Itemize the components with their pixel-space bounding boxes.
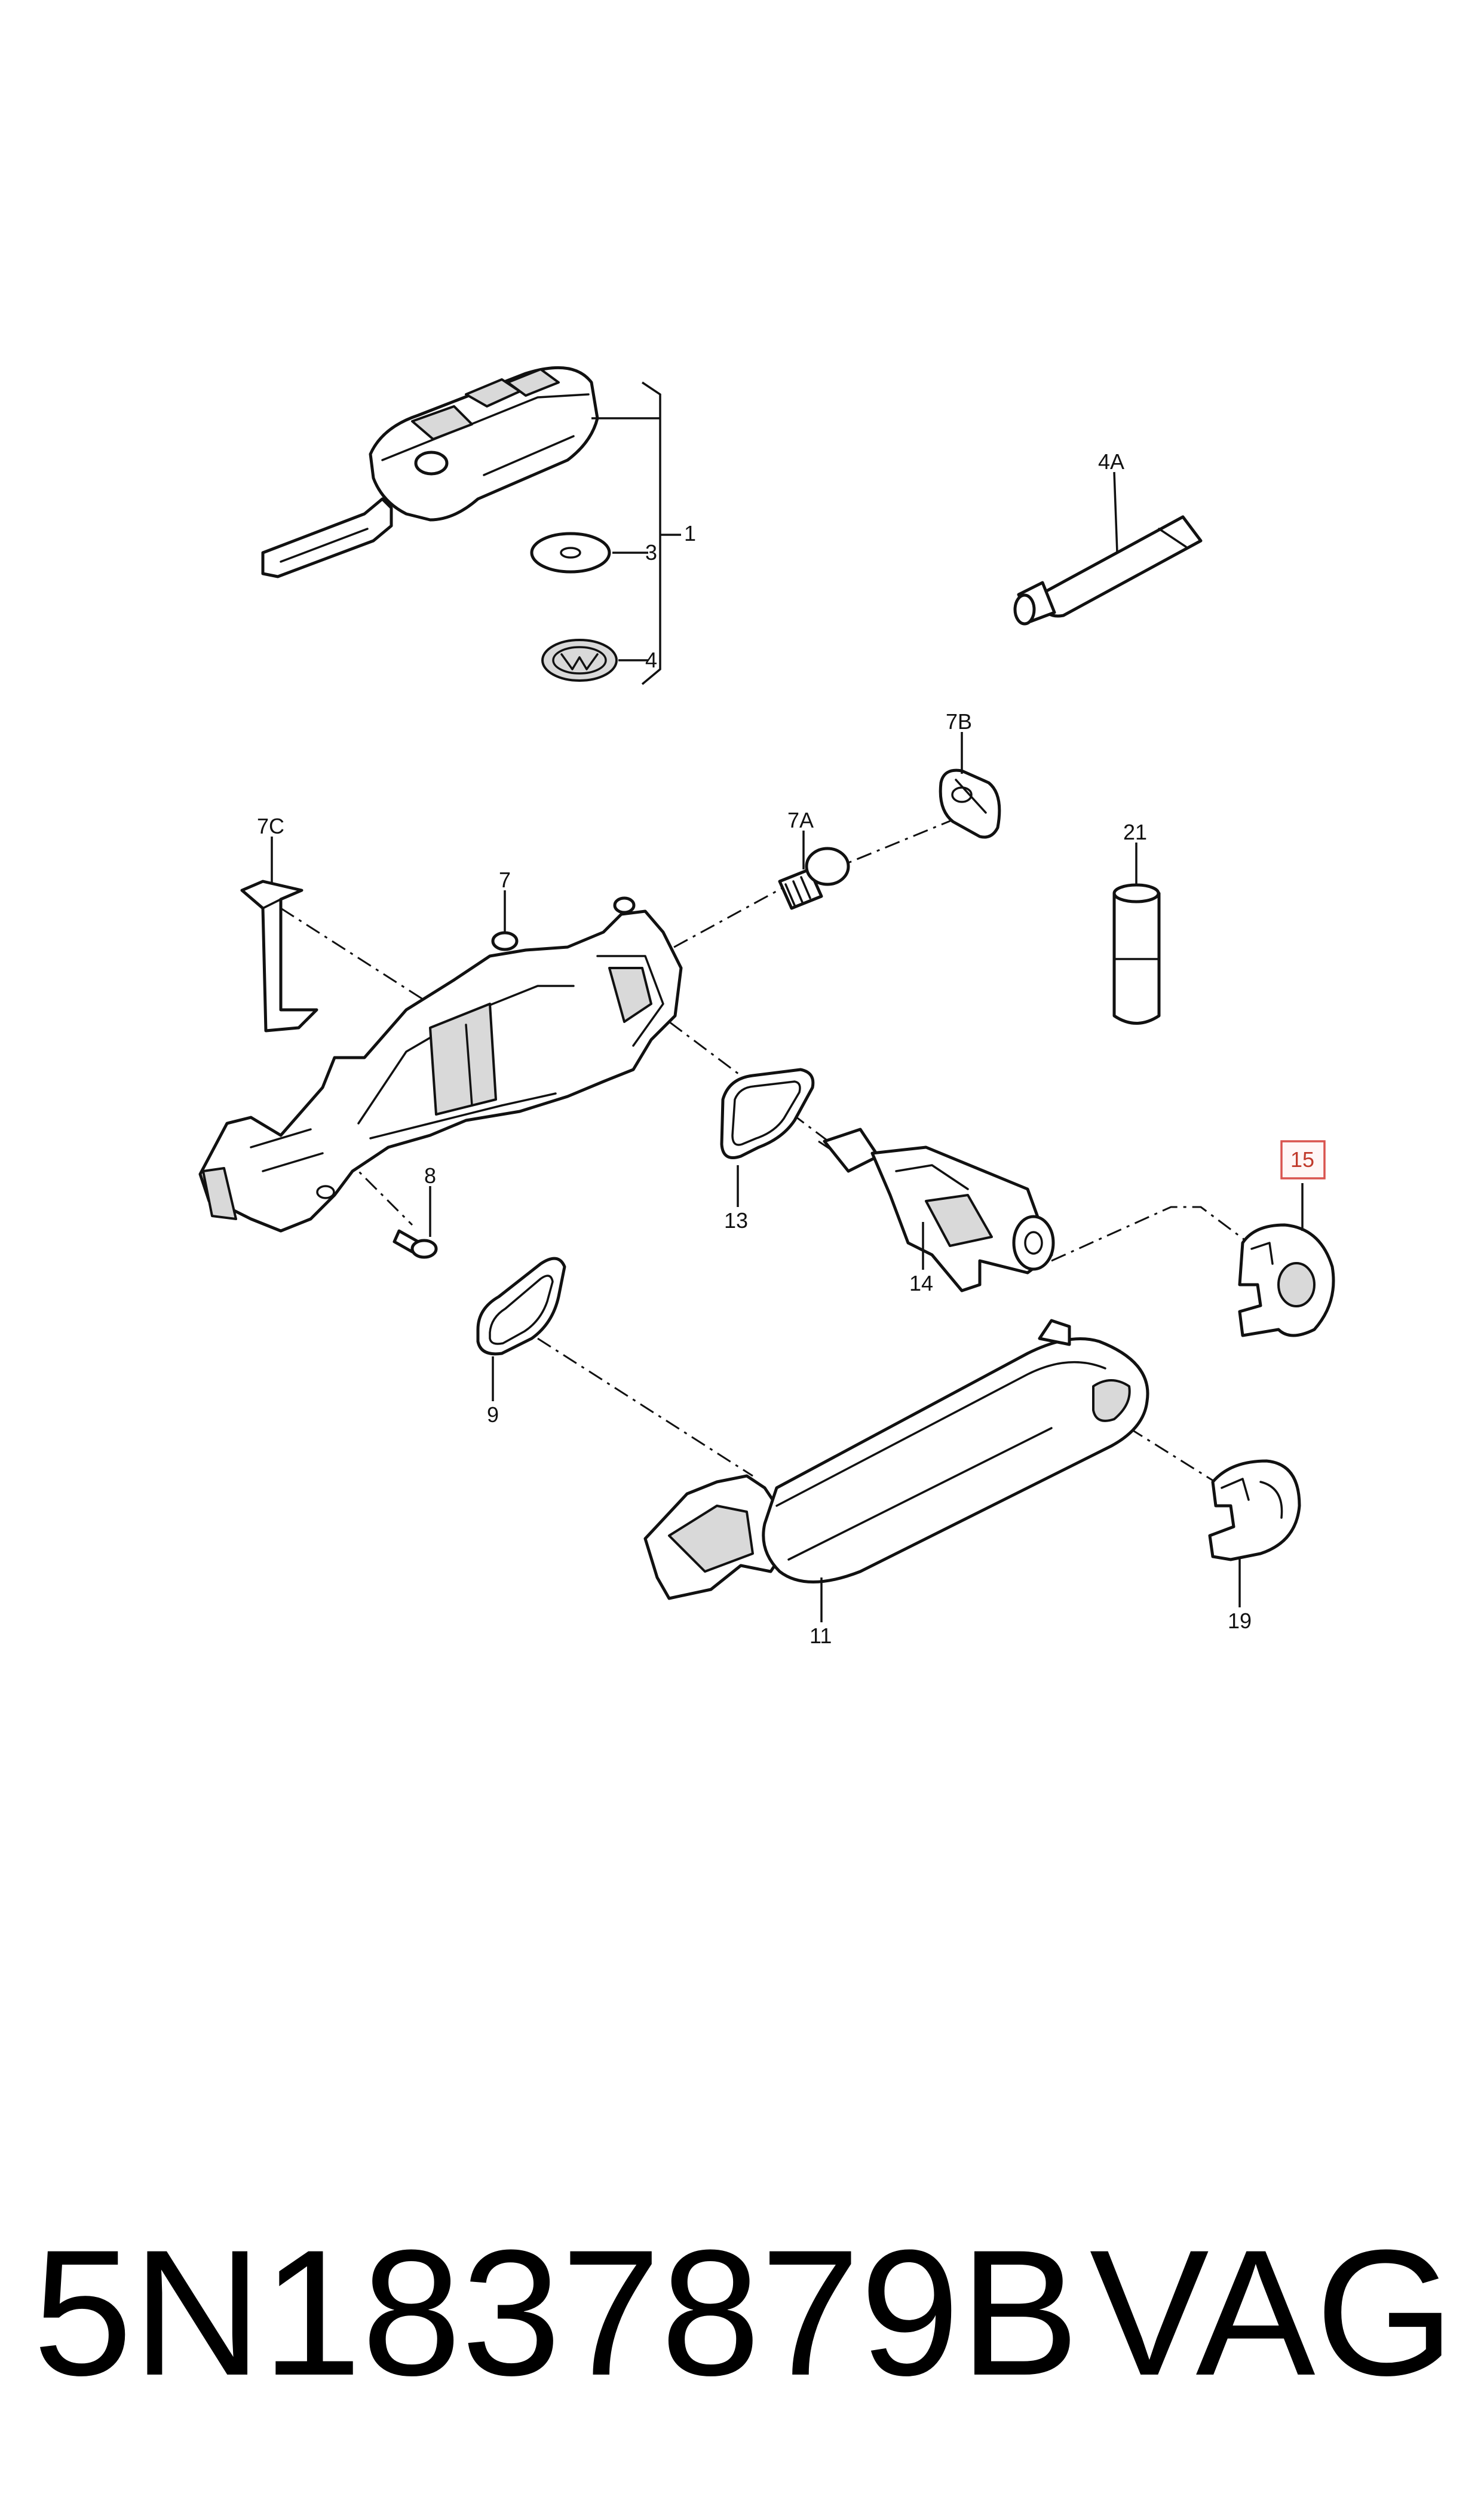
callout-7b: 7B xyxy=(946,709,972,734)
callout-21: 21 xyxy=(1123,820,1147,844)
part-number: 5N1837879B xyxy=(33,2212,1080,2413)
footer: 5N1837879B VAG xyxy=(33,2205,1455,2420)
callout-13: 13 xyxy=(724,1208,748,1233)
handle-carrier-7-drawing xyxy=(198,890,683,1233)
gasket-9-drawing xyxy=(476,1257,566,1401)
pin-21-drawing xyxy=(1112,843,1161,1025)
callout-7c: 7C xyxy=(257,814,284,838)
callout-7a: 7A xyxy=(787,808,814,832)
callout-7: 7 xyxy=(499,868,511,892)
callout-15-highlight-box xyxy=(1280,1140,1326,1180)
callout-19: 19 xyxy=(1228,1609,1252,1633)
callout-labels: 1 3 4 4A 7B 7A 7C 7 21 8 13 14 15 9 11 1… xyxy=(257,449,1326,1648)
cap-7b-drawing xyxy=(939,732,1001,839)
door-handle-11-drawing xyxy=(643,1319,1149,1622)
callout-11: 11 xyxy=(810,1623,832,1648)
gasket-13-drawing xyxy=(720,1068,815,1207)
washer-drawing xyxy=(530,532,611,574)
callout-1: 1 xyxy=(684,521,696,546)
cover-cap-15-drawing xyxy=(1238,1183,1335,1337)
group-bracket xyxy=(591,381,681,685)
clip-7c-drawing xyxy=(240,837,318,1033)
assembly-lines xyxy=(280,817,1249,1489)
callout-4a: 4A xyxy=(1098,449,1124,474)
callout-15: 15 xyxy=(1290,1147,1314,1172)
key-fob-drawing xyxy=(261,366,599,578)
screw-8-drawing xyxy=(393,1186,438,1259)
lock-cylinder-14-drawing xyxy=(823,1128,1055,1292)
grease-tube-drawing xyxy=(1013,471,1203,626)
callout-9: 9 xyxy=(487,1402,499,1427)
end-cap-19-drawing xyxy=(1208,1459,1301,1607)
bolt-7a-drawing xyxy=(778,831,850,910)
callout-8: 8 xyxy=(424,1163,436,1188)
callout-14: 14 xyxy=(909,1271,933,1295)
emblem-drawing xyxy=(541,639,618,682)
callout-3: 3 xyxy=(645,540,657,565)
callout-4: 4 xyxy=(645,648,657,672)
brand-name: VAG xyxy=(1089,2212,1455,2413)
